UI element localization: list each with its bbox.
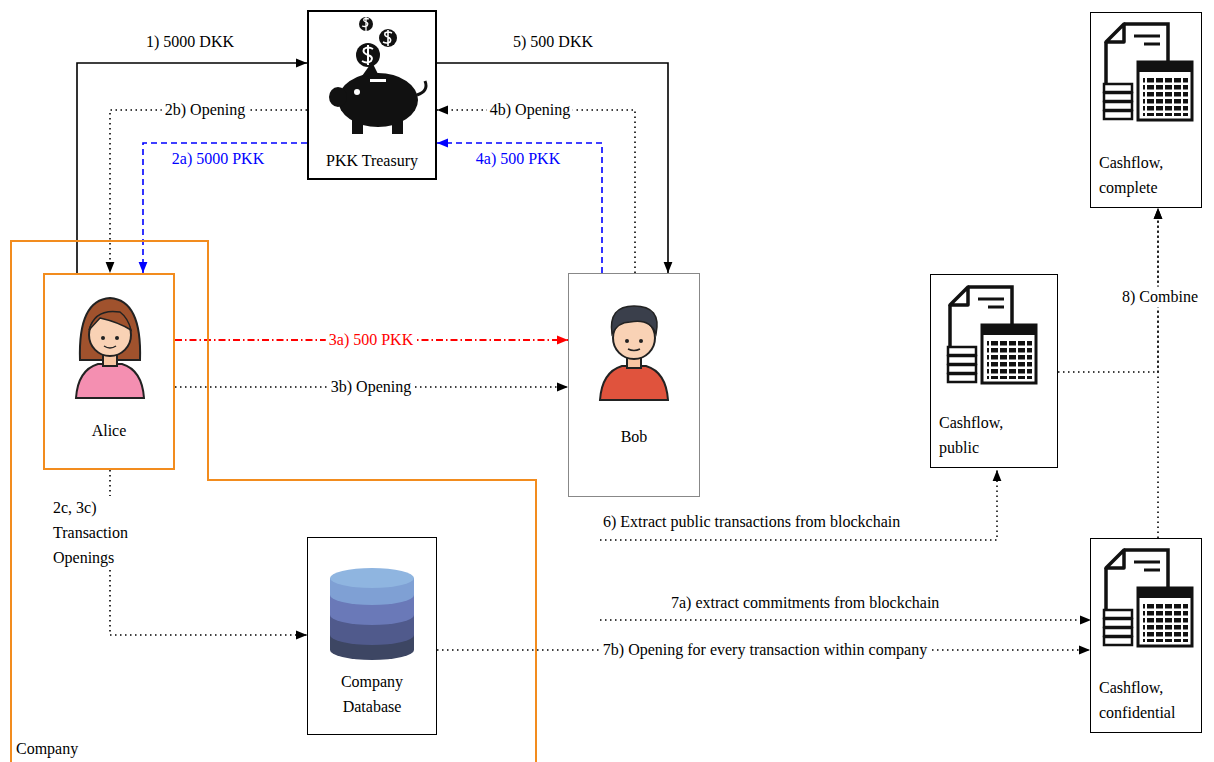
database-icon: [330, 568, 414, 660]
leader-arrow: [600, 470, 997, 540]
edge-label: 2a) 5000 PKK: [169, 149, 267, 170]
node-label: Alice: [92, 419, 127, 444]
node-label: Bob: [621, 425, 648, 450]
node-label: Cashflow, confidential: [1099, 676, 1191, 726]
icon-shape: [76, 364, 144, 398]
icon-shape: [417, 81, 426, 95]
cashflow-icon: [948, 287, 1036, 383]
edge-label: 1) 5000 DKK: [143, 32, 237, 53]
edge-label: 2b) Opening: [162, 100, 248, 121]
icon-shape: [600, 366, 668, 400]
icon-shape: [330, 568, 414, 588]
icon-shape: [329, 87, 347, 107]
annotation-label: 6) Extract public transactions from bloc…: [600, 512, 903, 533]
icon-shape: [370, 79, 386, 82]
edge-label: 2c, 3c) Transaction Openings: [50, 496, 168, 570]
flow-arrow: [1157, 208, 1159, 538]
icon-shape: [362, 17, 369, 31]
flow-arrow: [437, 63, 668, 273]
edge-label: 4a) 500 PKK: [473, 149, 563, 170]
flow-arrow: [437, 110, 635, 273]
icon-shape: [628, 349, 640, 351]
flow-arrow: [437, 143, 602, 273]
database-box: Company Database: [307, 537, 437, 735]
icon-shape: [80, 298, 140, 360]
edge-label: 8) Combine: [1119, 287, 1201, 308]
leader-arrow: [600, 619, 1091, 621]
edge-label: 3b) Opening: [328, 377, 414, 398]
icon-shape: [383, 30, 392, 46]
icon-shape: [611, 306, 657, 334]
node-label: PKK Treasury: [326, 149, 418, 174]
treasury-box: PKK Treasury: [307, 10, 437, 180]
icon-shape: [338, 73, 418, 127]
icon-shape: [625, 339, 629, 343]
actor-box: Bob: [568, 273, 700, 497]
icon-shape: [639, 339, 643, 343]
icon-shape: [359, 17, 373, 31]
actor-box: Alice: [43, 273, 175, 470]
cashflow-box: Cashflow, confidential: [1090, 538, 1202, 733]
edge-label: 3a) 500 PKK: [326, 330, 416, 351]
node-label: Company Database: [320, 670, 424, 720]
icon-shape: [101, 336, 105, 340]
icon-shape: [89, 311, 131, 330]
cashflow-box: Cashflow, public: [930, 274, 1058, 468]
icon-shape: [392, 118, 403, 134]
node-label: Cashflow, complete: [1099, 151, 1191, 201]
icon-shape: [104, 346, 116, 348]
icon-shape: [379, 29, 397, 47]
icon-shape: [352, 118, 363, 134]
icon-shape: [362, 45, 373, 65]
piggy-bank-icon: [329, 17, 426, 134]
icon-shape: [115, 336, 119, 340]
cashflow-box: Cashflow, complete: [1090, 12, 1202, 208]
edge-label: 7b) Opening for every transaction within…: [600, 640, 930, 661]
edge-label: 5) 500 DKK: [510, 32, 596, 53]
edge-label: 4b) Opening: [487, 100, 573, 121]
node-label: Cashflow, public: [939, 411, 1031, 461]
icon-shape: [354, 89, 360, 95]
alice-avatar: [76, 298, 144, 398]
flow-arrow: [143, 143, 307, 273]
icon-shape: [356, 43, 380, 67]
cashflow-icon: [1104, 550, 1192, 646]
node-label: Company: [16, 737, 78, 762]
cashflow-icon: [1104, 24, 1192, 120]
bob-avatar: [600, 306, 668, 400]
company-outline: [11, 241, 536, 762]
annotation-label: 7a) extract commitments from blockchain: [668, 593, 942, 614]
